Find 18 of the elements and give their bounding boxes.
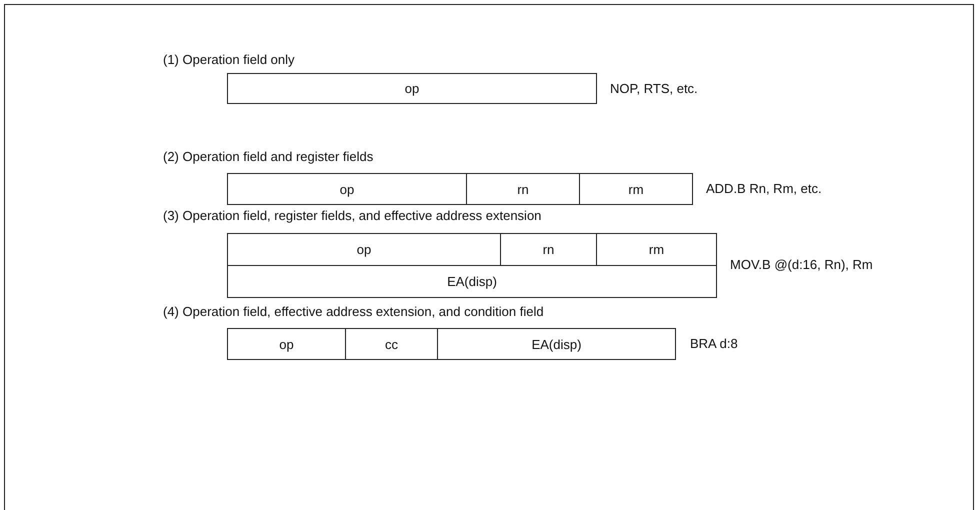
instruction-field: cc <box>345 328 438 360</box>
instruction-field: rm <box>579 173 693 205</box>
format-heading: (4) Operation field, effective address extension, and condition field <box>163 304 544 320</box>
format-heading: (3) Operation field, register fields, and effective address extension <box>163 208 542 224</box>
example-instruction: NOP, RTS, etc. <box>610 81 698 97</box>
example-instruction: MOV.B @(d:16, Rn), Rm <box>730 257 873 273</box>
instruction-field: EA(disp) <box>437 328 676 360</box>
format-heading: (2) Operation field and register fields <box>163 149 374 165</box>
example-instruction: BRA d:8 <box>690 336 738 352</box>
instruction-field: op <box>227 233 501 266</box>
instruction-field: EA(disp) <box>227 265 717 298</box>
instruction-field: op <box>227 173 467 205</box>
instruction-field: op <box>227 73 597 104</box>
format-heading: (1) Operation field only <box>163 52 295 68</box>
example-instruction: ADD.B Rn, Rm, etc. <box>706 181 822 197</box>
instruction-field: rm <box>596 233 717 266</box>
instruction-field: rn <box>466 173 580 205</box>
instruction-field: op <box>227 328 346 360</box>
